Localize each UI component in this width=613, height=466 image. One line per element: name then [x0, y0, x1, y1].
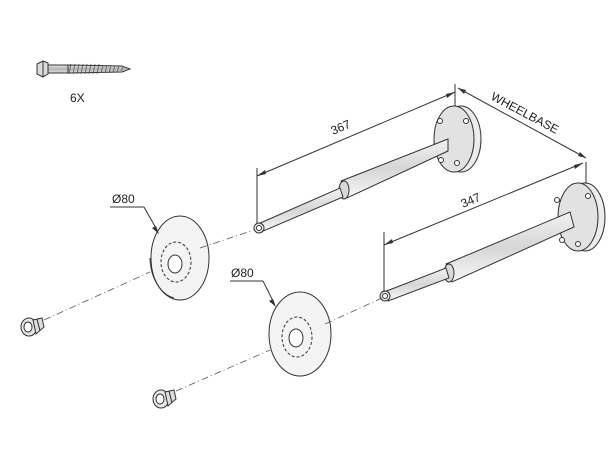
bottom-wall-flange — [554, 182, 606, 252]
bottom-cap-screw — [152, 389, 177, 409]
dimension-347-label: 347 — [459, 190, 483, 211]
top-cap-screw — [20, 317, 45, 337]
screw-quantity-label: 6X — [70, 91, 85, 105]
top-wall-flange — [433, 105, 482, 173]
dimension-wheelbase — [457, 87, 587, 159]
bottom-washer-diameter-label: Ø80 — [231, 266, 254, 280]
top-tube — [253, 138, 449, 234]
bottom-washer-leader — [230, 280, 276, 307]
top-washer-leader — [110, 206, 159, 234]
bottom-washer — [268, 291, 332, 377]
dimension-347 — [383, 162, 587, 292]
wood-screw — [36, 60, 132, 78]
dimension-367-label: 367 — [329, 117, 353, 138]
assembly-axis-lines — [43, 229, 383, 392]
dimension-wheelbase-label: WHEELBASE — [489, 89, 562, 136]
dimension-367 — [256, 84, 456, 224]
top-washer — [149, 215, 210, 301]
bottom-tube — [379, 211, 575, 302]
top-washer-diameter-label: Ø80 — [112, 192, 135, 206]
